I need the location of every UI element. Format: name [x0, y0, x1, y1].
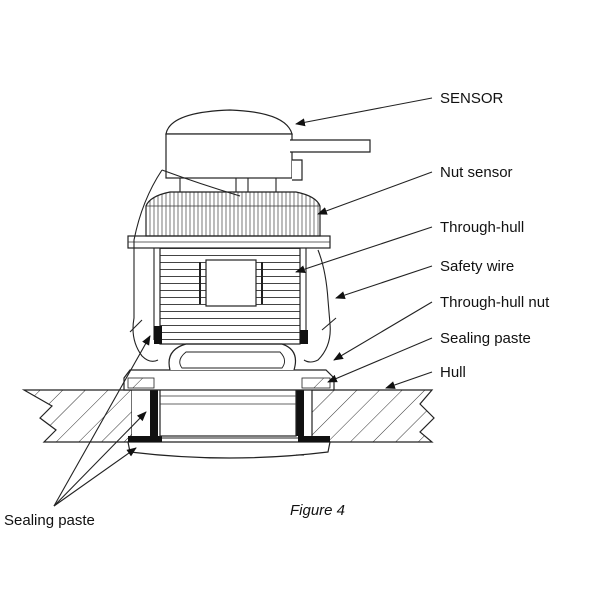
label-nut-sensor: Nut sensor — [440, 164, 513, 181]
label-sealing-paste-left: Sealing paste — [4, 512, 95, 529]
through-hull-body — [153, 245, 308, 345]
label-sensor: SENSOR — [440, 90, 504, 107]
through-hull-tube — [159, 387, 297, 437]
label-hull: Hull — [440, 364, 466, 381]
label-safety-wire: Safety wire — [440, 258, 514, 275]
label-through-hull: Through-hull — [440, 219, 524, 236]
label-sealing-paste-right: Sealing paste — [440, 330, 531, 347]
figure-caption: Figure 4 — [290, 502, 345, 519]
sensor-flange — [127, 235, 331, 249]
leader-lines — [53, 97, 433, 507]
through-hull-nut — [123, 343, 335, 391]
through-hull-flange — [127, 436, 331, 459]
label-through-hull-nut: Through-hull nut — [440, 294, 550, 311]
safety-wire — [129, 169, 337, 363]
hull — [21, 389, 435, 443]
nut-sensor — [145, 191, 321, 237]
sensor-head — [165, 109, 371, 192]
